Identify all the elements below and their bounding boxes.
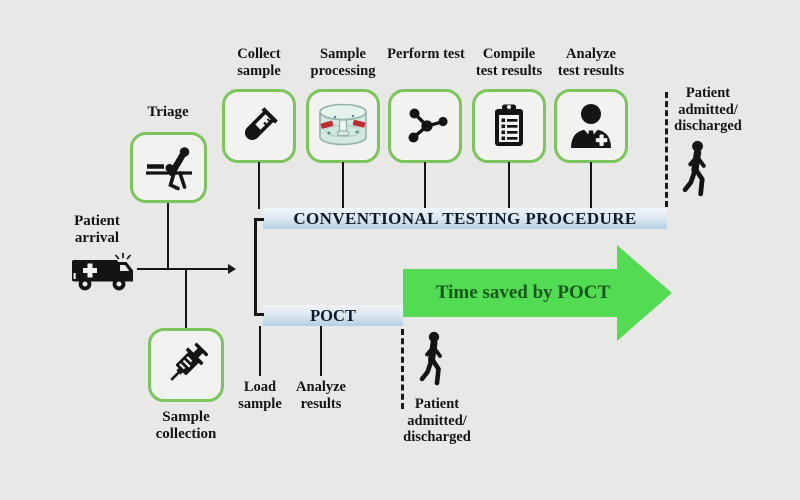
triage-bed-icon	[142, 143, 196, 193]
step-box-compile-test-results	[472, 89, 546, 163]
sample-collection-box	[148, 328, 224, 402]
bracket-bottom-stub	[254, 313, 264, 316]
step-label-sample-processing: Sample processing	[310, 46, 376, 79]
connector-perform-to-bar	[424, 162, 426, 209]
bracket-top-stub	[254, 218, 264, 221]
poct-step-label-analyze-results: Analyze results	[296, 379, 346, 412]
triage-label: Triage	[147, 104, 189, 120]
triage-box	[130, 132, 207, 203]
step-box-collect-sample	[222, 89, 296, 163]
conventional-end-dashed-line	[665, 92, 668, 207]
patient-arrival-label: Patient arrival	[74, 213, 120, 246]
test-tube-icon	[235, 102, 283, 150]
connector-poct-analyze-results	[320, 326, 322, 376]
doctor-icon	[566, 102, 616, 150]
connector-mainline-to-sample-collection	[185, 269, 187, 328]
step-label-compile-test-results: Compile test results	[475, 46, 543, 79]
sample-collection-label: Sample collection	[155, 409, 217, 442]
step-box-analyze-test-results	[554, 89, 628, 163]
walking-person-icon	[419, 331, 447, 387]
time-saved-arrow	[403, 245, 673, 342]
walking-person-icon	[682, 140, 711, 198]
connector-compile-to-bar	[508, 162, 510, 209]
bracket-vertical	[254, 218, 257, 316]
connector-analyze-to-bar	[590, 162, 592, 209]
time-saved-arrow-label: Time saved by POCT	[435, 282, 611, 303]
molecule-icon	[401, 102, 449, 150]
ambulance-icon	[70, 247, 136, 295]
step-box-perform-test	[388, 89, 462, 163]
clipboard-icon	[485, 102, 533, 150]
connector-poct-load-sample	[259, 326, 261, 376]
mainline-arrowhead	[228, 264, 236, 274]
mainline-arrival	[137, 268, 229, 270]
conventional-outcome-label: Patient admitted/ discharged	[674, 85, 742, 134]
step-label-analyze-test-results: Analyze test results	[557, 46, 625, 79]
conventional-testing-bar: CONVENTIONAL TESTING PROCEDURE	[263, 208, 667, 229]
poct-end-dashed-line	[401, 329, 404, 409]
conventional-testing-bar-label: CONVENTIONAL TESTING PROCEDURE	[293, 208, 637, 228]
poct-step-label-load-sample: Load sample	[238, 379, 282, 412]
centrifuge-icon	[313, 101, 373, 151]
poct-bar-label: POCT	[310, 305, 356, 325]
step-label-perform-test: Perform test	[387, 46, 465, 62]
poct-bar: POCT	[263, 305, 403, 326]
connector-collect-to-bar	[258, 162, 260, 209]
step-box-sample-processing	[306, 89, 380, 163]
connector-processing-to-bar	[342, 162, 344, 209]
poct-outcome-label: Patient admitted/ discharged	[403, 396, 471, 445]
step-label-collect-sample: Collect sample	[237, 46, 281, 79]
syringe-icon	[161, 340, 211, 390]
connector-triage-to-mainline	[167, 203, 169, 269]
